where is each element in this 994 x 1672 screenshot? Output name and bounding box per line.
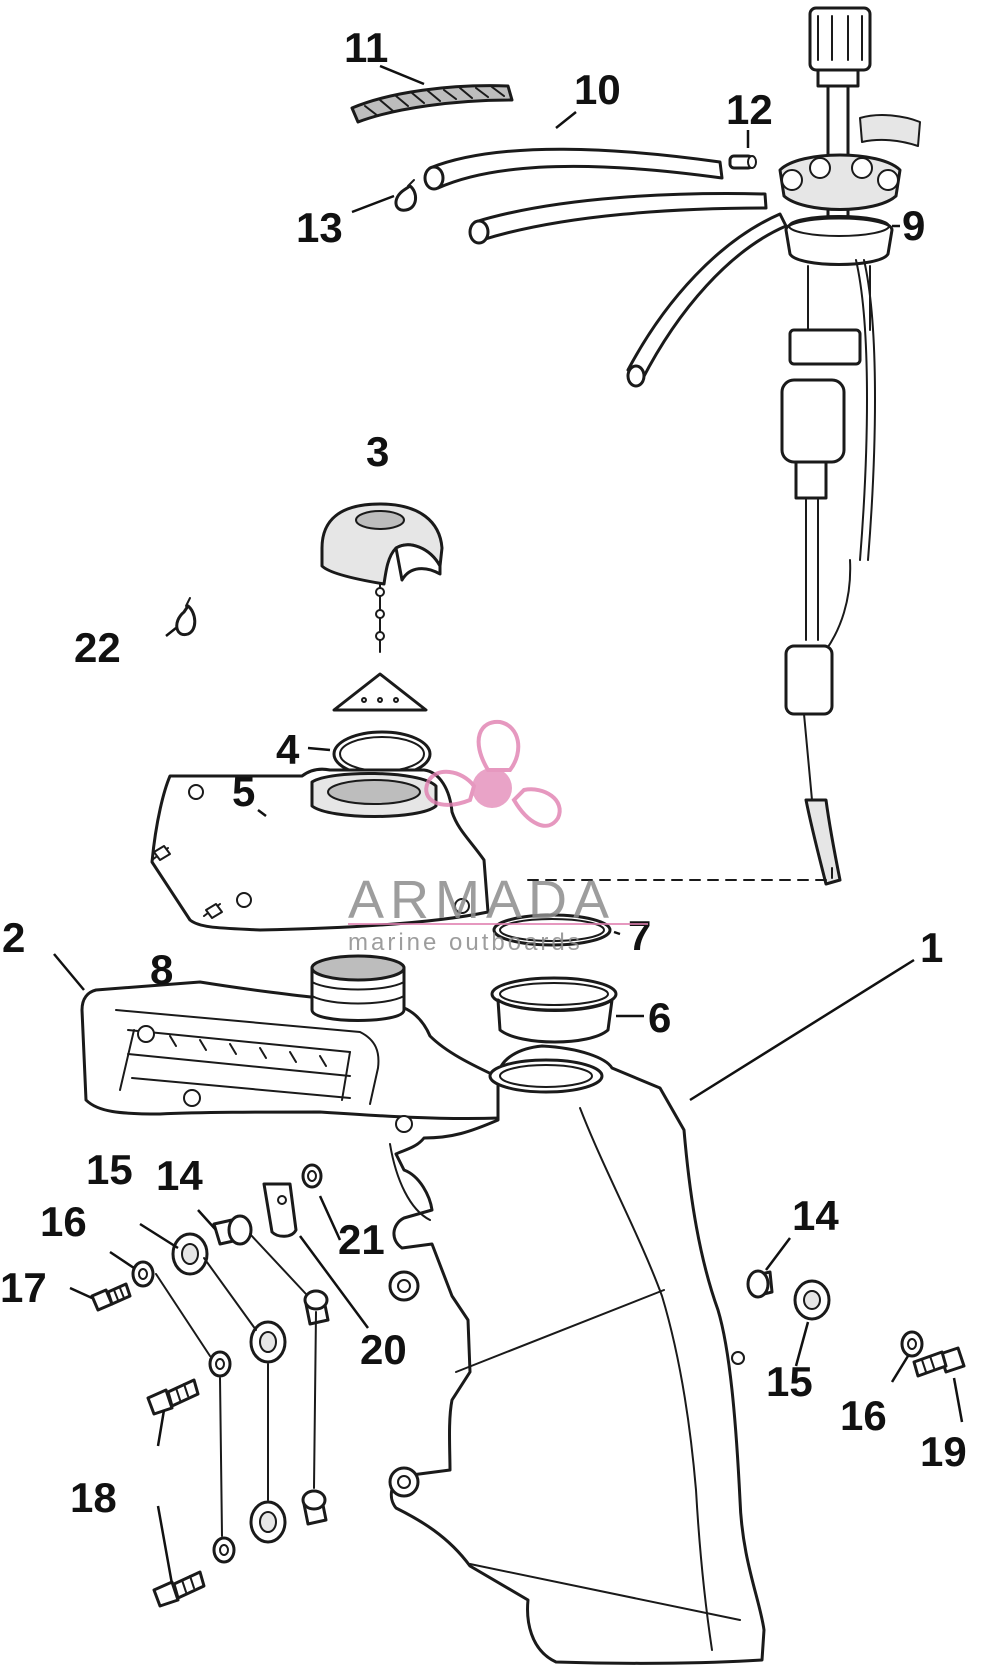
watermark-tagline: marine outboards — [348, 929, 583, 956]
part-12-fitting[interactable] — [728, 154, 757, 170]
watermark-brand: ARMADA — [348, 870, 615, 930]
part-19-bolt[interactable] — [912, 1346, 966, 1378]
label-15-left: 15 — [86, 1146, 133, 1193]
label-7: 7 — [628, 912, 651, 959]
part-21-washer[interactable] — [301, 1163, 323, 1189]
label-20: 20 — [360, 1326, 407, 1373]
part-5-bracket[interactable] — [150, 767, 490, 932]
label-13: 13 — [296, 204, 343, 251]
label-6: 6 — [648, 994, 671, 1041]
label-21: 21 — [338, 1216, 385, 1263]
leader-lines — [53, 64, 964, 1585]
watermark: ARMADA marine outboards — [348, 719, 648, 956]
label-15-right: 15 — [766, 1358, 813, 1405]
part-15-bushing-right[interactable] — [793, 1279, 831, 1321]
label-12: 12 — [726, 86, 773, 133]
part-9-fuel-pump-assembly[interactable] — [778, 6, 921, 886]
propeller-icon — [424, 719, 562, 828]
label-8: 8 — [150, 946, 173, 993]
label-10: 10 — [574, 66, 621, 113]
part-16-washer-right[interactable] — [900, 1330, 924, 1358]
hardware-stack-lines — [155, 1233, 317, 1537]
label-2: 2 — [2, 914, 25, 961]
label-16-left: 16 — [40, 1198, 87, 1245]
label-14-right: 14 — [792, 1192, 839, 1239]
part-3-cap[interactable] — [320, 502, 444, 712]
label-17: 17 — [0, 1264, 47, 1311]
label-5: 5 — [232, 768, 255, 815]
part-14-grommet-right[interactable] — [746, 1269, 774, 1299]
part-11-sleeve[interactable] — [350, 84, 514, 124]
part-10-hoses[interactable] — [423, 147, 788, 388]
part-8-filler-neck[interactable] — [310, 954, 406, 1022]
dashed-connector — [527, 861, 833, 881]
label-14-left: 14 — [156, 1152, 203, 1199]
label-19: 19 — [920, 1428, 967, 1475]
part-15-bushing-left[interactable] — [171, 1232, 287, 1544]
label-1: 1 — [920, 924, 943, 971]
part-17-bolt[interactable] — [90, 1282, 132, 1312]
label-16-right: 16 — [840, 1392, 887, 1439]
label-22: 22 — [74, 624, 121, 671]
part-22-clamp[interactable] — [175, 597, 197, 637]
part-13-clamp[interactable] — [394, 179, 417, 212]
part-7-seal[interactable] — [492, 913, 612, 947]
label-4: 4 — [276, 726, 300, 773]
part-16-washer-left[interactable] — [131, 1260, 236, 1564]
part-labels: 11 10 12 13 9 3 22 4 5 7 2 8 1 6 15 14 1… — [0, 24, 967, 1521]
part-6-filter[interactable] — [490, 976, 618, 1044]
part-2-tank-cover[interactable] — [80, 980, 502, 1133]
label-18: 18 — [70, 1474, 117, 1521]
label-11: 11 — [344, 24, 388, 71]
label-9: 9 — [902, 202, 925, 249]
part-18-bolts[interactable] — [146, 1378, 206, 1608]
part-20-bracket-clip[interactable] — [262, 1182, 298, 1238]
part-1-fuel-tank[interactable] — [388, 1044, 766, 1665]
part-14-grommet-left[interactable] — [212, 1214, 330, 1526]
label-3: 3 — [366, 428, 389, 475]
